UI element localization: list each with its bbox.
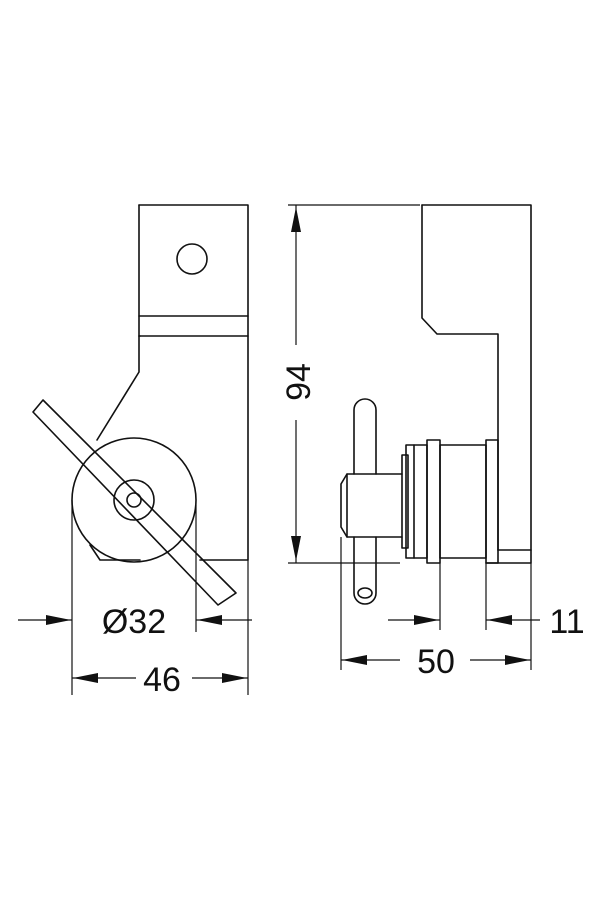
side-view [340,204,532,605]
height-label: 94 [280,363,318,401]
depth-side-label: 50 [417,643,455,681]
mounting-hole [176,243,208,275]
width-front-label: 46 [143,661,181,699]
flange-label: 11 [549,603,584,641]
valve-knob [71,437,197,563]
dimension-width-front: 46 [71,560,249,699]
t-handle-bar [32,399,237,606]
front-view [32,204,249,606]
side-handle-rod [353,398,377,605]
dimension-height: 94 [280,204,420,564]
side-cylinder [401,439,499,564]
side-spindle [340,473,403,538]
side-back-plate [421,204,532,564]
dimension-diameter: Ø32 [18,500,252,641]
diameter-label: Ø32 [102,603,166,641]
bracket-plate [89,204,249,561]
dimension-flange: 11 [388,563,585,641]
dimension-depth-side: 50 [340,537,532,681]
